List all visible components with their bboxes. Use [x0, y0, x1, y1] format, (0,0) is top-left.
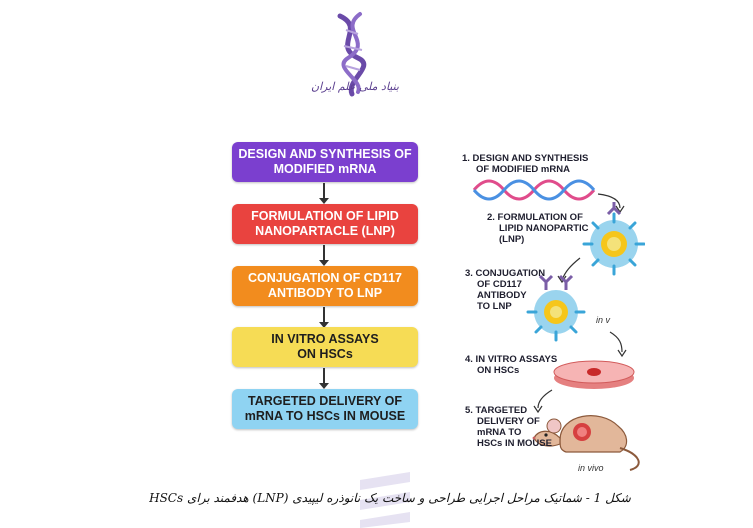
flow-arrow: [319, 307, 329, 328]
illus-step5-label: 5. TARGETED DELIVERY OF mRNA TO HSCs IN …: [465, 405, 552, 449]
flow-arrow: [319, 368, 329, 389]
in-v-tag: in v: [596, 315, 611, 325]
flow-arrow: [319, 183, 329, 204]
illus-step4-label: 4. IN VITRO ASSAYS ON HSCs: [465, 354, 557, 376]
label-line: 2. FORMULATION OF: [487, 212, 583, 223]
mouse-icon: [532, 415, 640, 471]
step-line: DESIGN AND SYNTHESIS OF: [238, 147, 412, 161]
label-line: 5. TARGETED: [465, 405, 528, 416]
step-line: NANOPARTACLE (LNP): [255, 224, 395, 238]
label-line: LIPID NANOPARTIC: [499, 223, 589, 234]
decorative-stripe-icon: [360, 472, 410, 528]
flow-arrow: [319, 245, 329, 266]
in-vivo-tag: in vivo: [578, 463, 604, 473]
label-line: OF MODIFIED mRNA: [476, 164, 570, 175]
step-line: MODIFIED mRNA: [273, 162, 377, 176]
illus-step1-label: 1. DESIGN AND SYNTHESIS OF MODIFIED mRNA: [462, 153, 588, 175]
petri-dish-icon: [553, 360, 635, 389]
step-line: FORMULATION OF LIPID: [251, 209, 399, 223]
illus-step3-label: 3. CONJUGATION OF CD117 ANTIBODY TO LNP: [465, 268, 545, 312]
label-line: OF CD117: [477, 279, 522, 290]
step-line: CONJUGATION OF CD117: [248, 271, 402, 285]
lnp-particle-icon: [582, 202, 645, 276]
illus-step2-label: 2. FORMULATION OF LIPID NANOPARTIC (LNP): [487, 212, 589, 245]
label-line: HSCs IN MOUSE: [477, 438, 552, 449]
label-line: 3. CONJUGATION: [465, 268, 546, 279]
dna-logo-icon: [337, 12, 367, 97]
mrna-strand-icon: [472, 179, 596, 201]
label-line: ON HSCs: [477, 365, 520, 376]
illustration-art: [472, 179, 645, 471]
figure-caption: شکل 1 - شماتیک مراحل اجرایی طراحی و ساخت…: [149, 491, 631, 505]
logo-text: بنیاد ملی علم ایران: [311, 80, 399, 93]
step-line: ANTIBODY TO LNP: [267, 286, 383, 300]
label-line: (LNP): [499, 234, 525, 245]
step-line: mRNA TO HSCs IN MOUSE: [244, 409, 406, 423]
label-line: DELIVERY OF: [477, 416, 540, 427]
step-line: TARGETED DELIVERY OF: [248, 394, 402, 408]
antibody-conjugated-lnp-icon: [526, 274, 586, 342]
label-line: 4. IN VITRO ASSAYS: [465, 354, 558, 365]
step-line: ON HSCs: [297, 347, 353, 361]
label-line: 1. DESIGN AND SYNTHESIS: [462, 153, 589, 164]
step-line: IN VITRO ASSAYS: [271, 332, 379, 346]
label-line: TO LNP: [477, 301, 512, 312]
label-line: ANTIBODY: [477, 290, 527, 301]
label-line: mRNA TO: [477, 427, 522, 438]
